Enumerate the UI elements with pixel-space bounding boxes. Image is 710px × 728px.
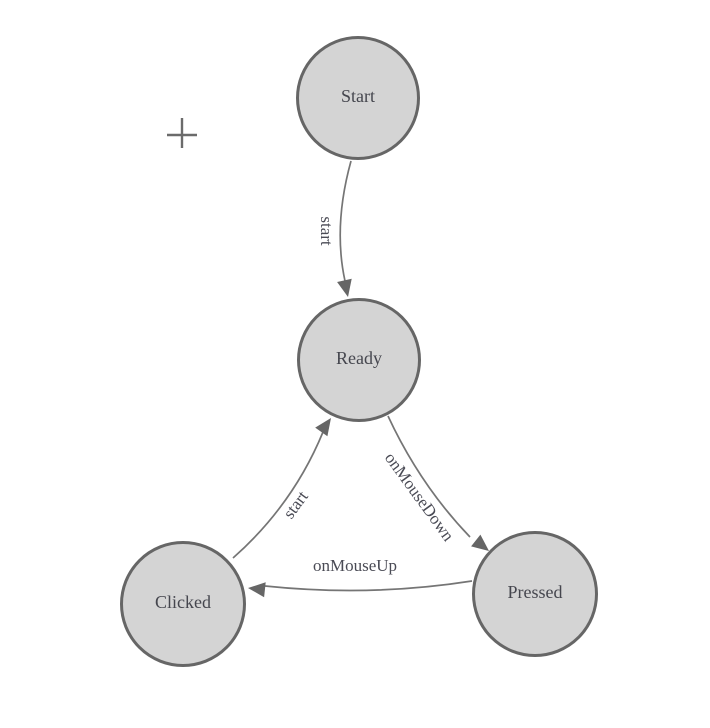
edge-label-clicked-to-ready: start [279, 487, 312, 522]
edge-path[interactable] [387, 415, 471, 538]
state-label-pressed: Pressed [508, 582, 563, 602]
arrowhead-icon [248, 582, 266, 598]
state-circle-pressed[interactable] [472, 531, 598, 657]
arrowhead-icon [337, 278, 352, 297]
edge-label-pressed-to-clicked: onMouseUp [313, 556, 397, 575]
state-node-ready[interactable]: Ready [297, 298, 421, 422]
edge-label-ready-to-pressed: onMouseDown [381, 449, 458, 545]
state-label-ready: Ready [336, 348, 382, 368]
state-circle-start[interactable] [296, 36, 420, 160]
state-node-start[interactable]: Start [296, 36, 420, 160]
state-circle-ready[interactable] [297, 298, 421, 422]
edge-pressed-to-clicked[interactable]: onMouseUp [248, 556, 473, 598]
edge-ready-to-pressed[interactable]: onMouseDown [381, 415, 489, 551]
edge-start-to-ready[interactable]: start [317, 160, 352, 297]
state-circle-clicked[interactable] [120, 541, 246, 667]
state-node-clicked[interactable]: Clicked [120, 541, 246, 667]
edge-path[interactable] [232, 431, 324, 559]
edge-path[interactable] [264, 580, 473, 592]
arrowhead-icon [315, 418, 331, 437]
edge-label-start-to-ready: start [317, 216, 336, 246]
arrowhead-icon [471, 534, 489, 551]
edge-path[interactable] [339, 160, 352, 282]
add-state-icon[interactable] [167, 118, 197, 148]
state-label-clicked: Clicked [155, 592, 211, 612]
edge-clicked-to-ready[interactable]: start [232, 418, 331, 559]
state-label-start: Start [341, 86, 375, 106]
state-node-pressed[interactable]: Pressed [472, 531, 598, 657]
